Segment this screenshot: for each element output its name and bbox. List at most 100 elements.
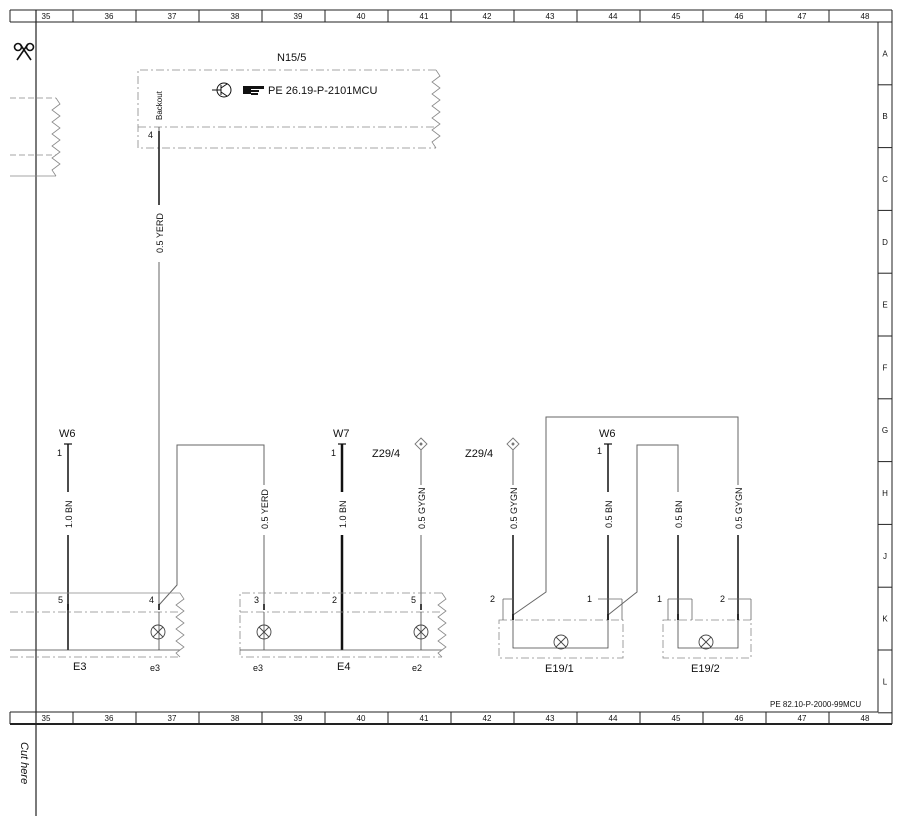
wire-label-w6-left: 1.0 BN (64, 500, 74, 528)
column-label: 41 (420, 12, 429, 21)
column-label: 39 (294, 714, 303, 723)
row-label: F (883, 363, 888, 372)
ground-w6-left-name: W6 (59, 428, 76, 440)
column-label: 35 (42, 12, 51, 21)
module-pin-number: 4 (148, 130, 153, 140)
e19-2-pin-a: 1 (657, 594, 662, 604)
column-label: 38 (231, 12, 240, 21)
column-label: 36 (105, 714, 114, 723)
column-labels-top: 35 36 37 38 39 40 41 42 43 44 45 46 47 48 (42, 12, 870, 21)
column-label: 42 (483, 714, 492, 723)
e4-sub-right: e2 (412, 663, 422, 673)
column-label: 36 (105, 12, 114, 21)
splice-left-label: Z29/4 (372, 448, 400, 460)
column-label: 46 (735, 714, 744, 723)
e19-1-label: E19/1 (545, 663, 574, 675)
lamp-icon (150, 624, 166, 640)
cut-here-text: Cut here (18, 742, 30, 784)
row-label: H (882, 489, 888, 498)
e4-pin-c: 5 (411, 595, 416, 605)
e3-pin-b: 4 (149, 595, 154, 605)
lamp-icon (413, 624, 429, 640)
splice-diamonds (414, 437, 520, 451)
transistor-icon (212, 82, 232, 98)
row-label: C (882, 175, 888, 184)
lamp-icon (256, 624, 272, 640)
column-label: 39 (294, 12, 303, 21)
drawing-frame (9, 9, 893, 816)
column-label: 48 (861, 12, 870, 21)
row-label: J (883, 552, 887, 561)
component-e3: 5 4 E3 e3 (10, 592, 185, 673)
wire-label-z29-left: 0.5 GYGN (417, 487, 427, 529)
reference-hand-icon (243, 86, 264, 95)
column-label: 47 (798, 12, 807, 21)
e4-label: E4 (337, 661, 350, 673)
column-labels-bottom: 35 36 37 38 39 40 41 42 43 44 45 46 47 48 (42, 714, 870, 723)
column-label: 37 (168, 12, 177, 21)
ground-w6-left-pin: 1 (57, 448, 62, 458)
column-label: 43 (546, 12, 555, 21)
column-label: 46 (735, 12, 744, 21)
column-label: 40 (357, 714, 366, 723)
e3-sub-label: e3 (150, 663, 160, 673)
e3-pin-a: 5 (58, 595, 63, 605)
column-label: 44 (609, 714, 618, 723)
e19-1-pin-a: 2 (490, 594, 495, 604)
component-e19-2: 1 2 E19/2 (657, 594, 752, 675)
wire-label-e3-yerd: 0.5 YERD (260, 489, 270, 529)
ground-w6-right-name: W6 (599, 428, 616, 440)
e19-2-pin-b: 2 (720, 594, 725, 604)
row-label: A (882, 49, 888, 58)
column-ticks (9, 10, 893, 724)
e19-2-label: E19/2 (691, 663, 720, 675)
row-label: L (883, 677, 888, 686)
module-reference: PE 26.19-P-2101MCU (268, 85, 377, 97)
module-pin-name: Backout (155, 90, 164, 120)
row-ticks (878, 21, 892, 714)
ground-w7-pin: 1 (331, 448, 336, 458)
wire-label-n15-e3: 0.5 YERD (155, 213, 165, 253)
wire-label-w7: 1.0 BN (338, 500, 348, 528)
wire-label-z29-right: 0.5 GYGN (509, 487, 519, 529)
lamp-icon (698, 634, 714, 650)
e3-label: E3 (73, 661, 86, 673)
component-e4: 3 2 5 e3 E4 e2 (239, 592, 447, 673)
wire-label-e19-2-bn: 0.5 BN (674, 500, 684, 528)
e4-sub-left: e3 (253, 663, 263, 673)
row-label: E (882, 301, 887, 310)
module-name: N15/5 (277, 52, 306, 64)
column-label: 48 (861, 714, 870, 723)
column-label: 41 (420, 714, 429, 723)
e4-pin-a: 3 (254, 595, 259, 605)
wire-label-e19-2-gygn: 0.5 GYGN (734, 487, 744, 529)
column-label: 43 (546, 714, 555, 723)
column-label: 40 (357, 12, 366, 21)
row-label: D (882, 238, 888, 247)
column-label: 38 (231, 714, 240, 723)
column-label: 42 (483, 12, 492, 21)
wires (67, 131, 739, 650)
ground-w6-right-pin: 1 (597, 446, 602, 456)
diagram-reference: PE 82.10-P-2000-99MCU (770, 700, 861, 709)
column-label: 45 (672, 12, 681, 21)
wire-label-w6-right: 0.5 BN (604, 500, 614, 528)
column-label: 44 (609, 12, 618, 21)
column-label: 47 (798, 714, 807, 723)
component-e19-1: 2 1 E19/1 (490, 594, 624, 675)
left-offpage-connector (10, 97, 61, 177)
scissors-icon (13, 42, 35, 61)
e4-pin-b: 2 (332, 595, 337, 605)
row-label: B (882, 112, 887, 121)
column-label: 37 (168, 714, 177, 723)
lamp-icon (553, 634, 569, 650)
row-label: G (882, 426, 888, 435)
column-label: 45 (672, 714, 681, 723)
column-label: 35 (42, 714, 51, 723)
e19-1-pin-b: 1 (587, 594, 592, 604)
ground-w7-name: W7 (333, 428, 350, 440)
module-n15-5: N15/5 Backout 4 PE 26.19-P-2101MCU (137, 52, 441, 149)
splice-right-label: Z29/4 (465, 448, 493, 460)
